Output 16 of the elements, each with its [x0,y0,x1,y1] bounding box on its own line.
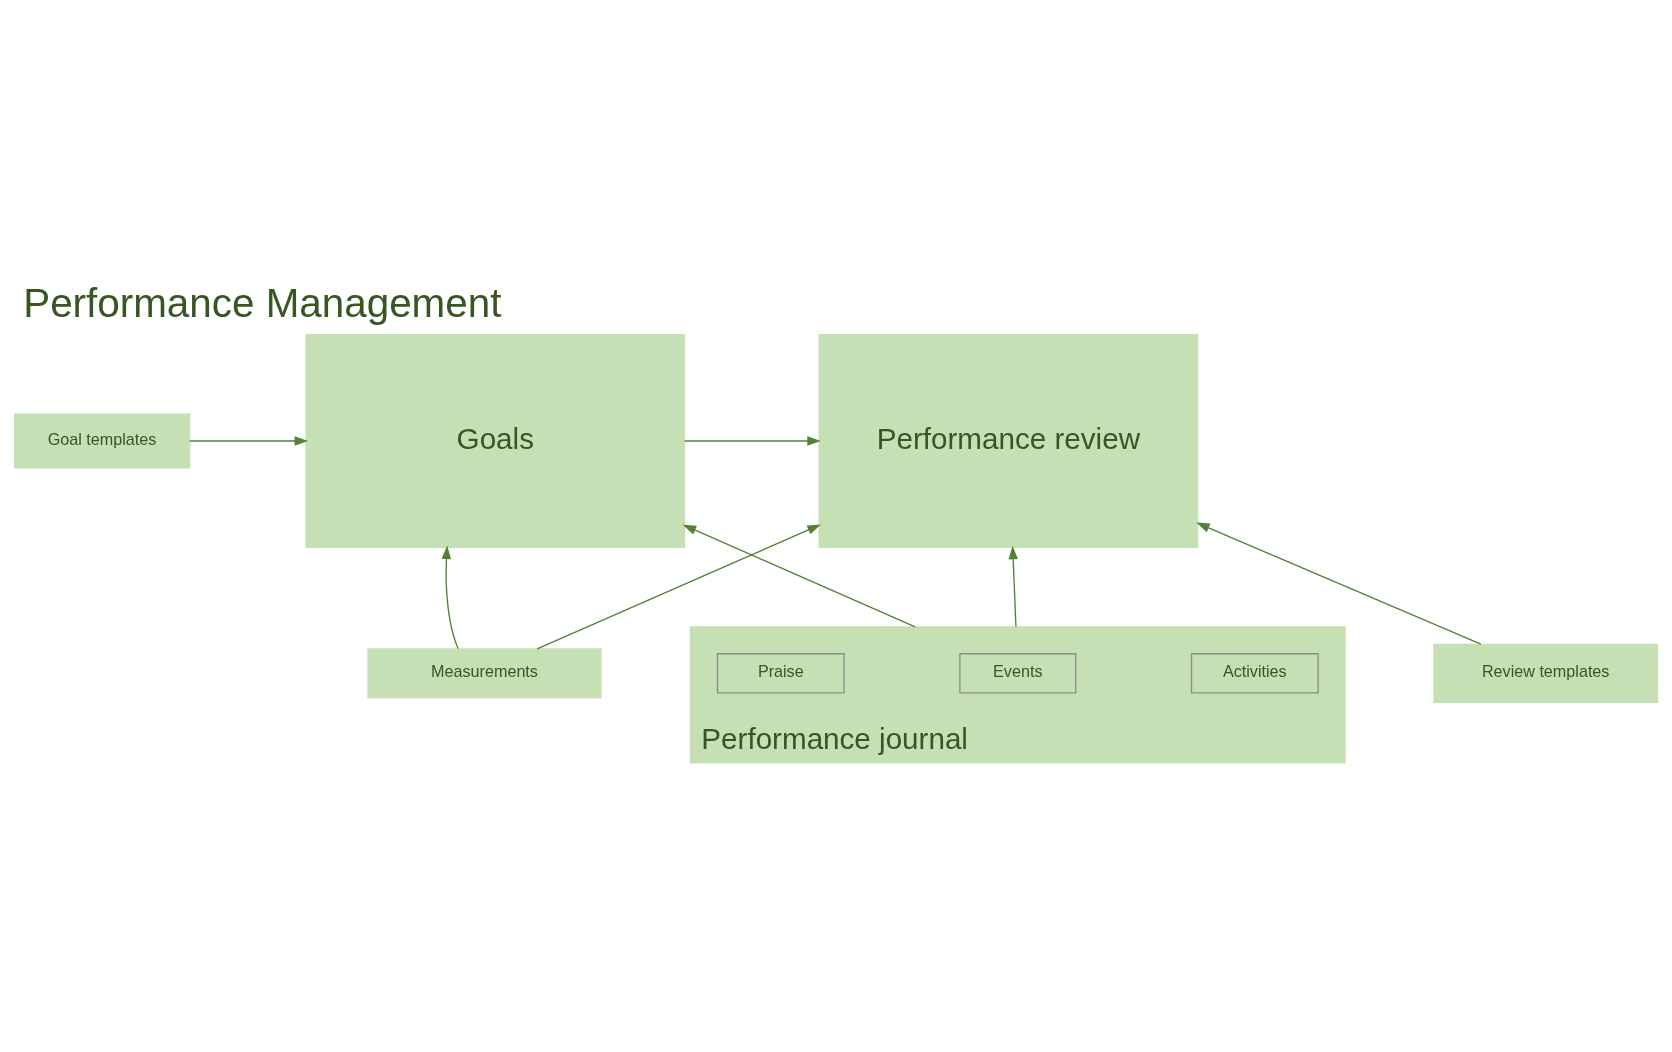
arrow [684,435,821,446]
node-box: Goals [305,333,686,548]
node-box: Review templates [1433,643,1659,703]
node-box: Activities [1190,652,1319,693]
arrow [682,524,916,627]
node-box: Performance review [818,333,1199,548]
node-box: Goal templates [13,412,191,469]
node-box: Events [959,652,1077,693]
arrow [188,435,309,446]
arrow [1008,545,1018,627]
node-box: Measurements [367,647,602,698]
diagram-title: Performance Management [23,279,502,326]
arrow [536,524,821,650]
node-box: Praise [716,652,845,693]
arrow [441,544,459,649]
arrow [1196,522,1482,645]
